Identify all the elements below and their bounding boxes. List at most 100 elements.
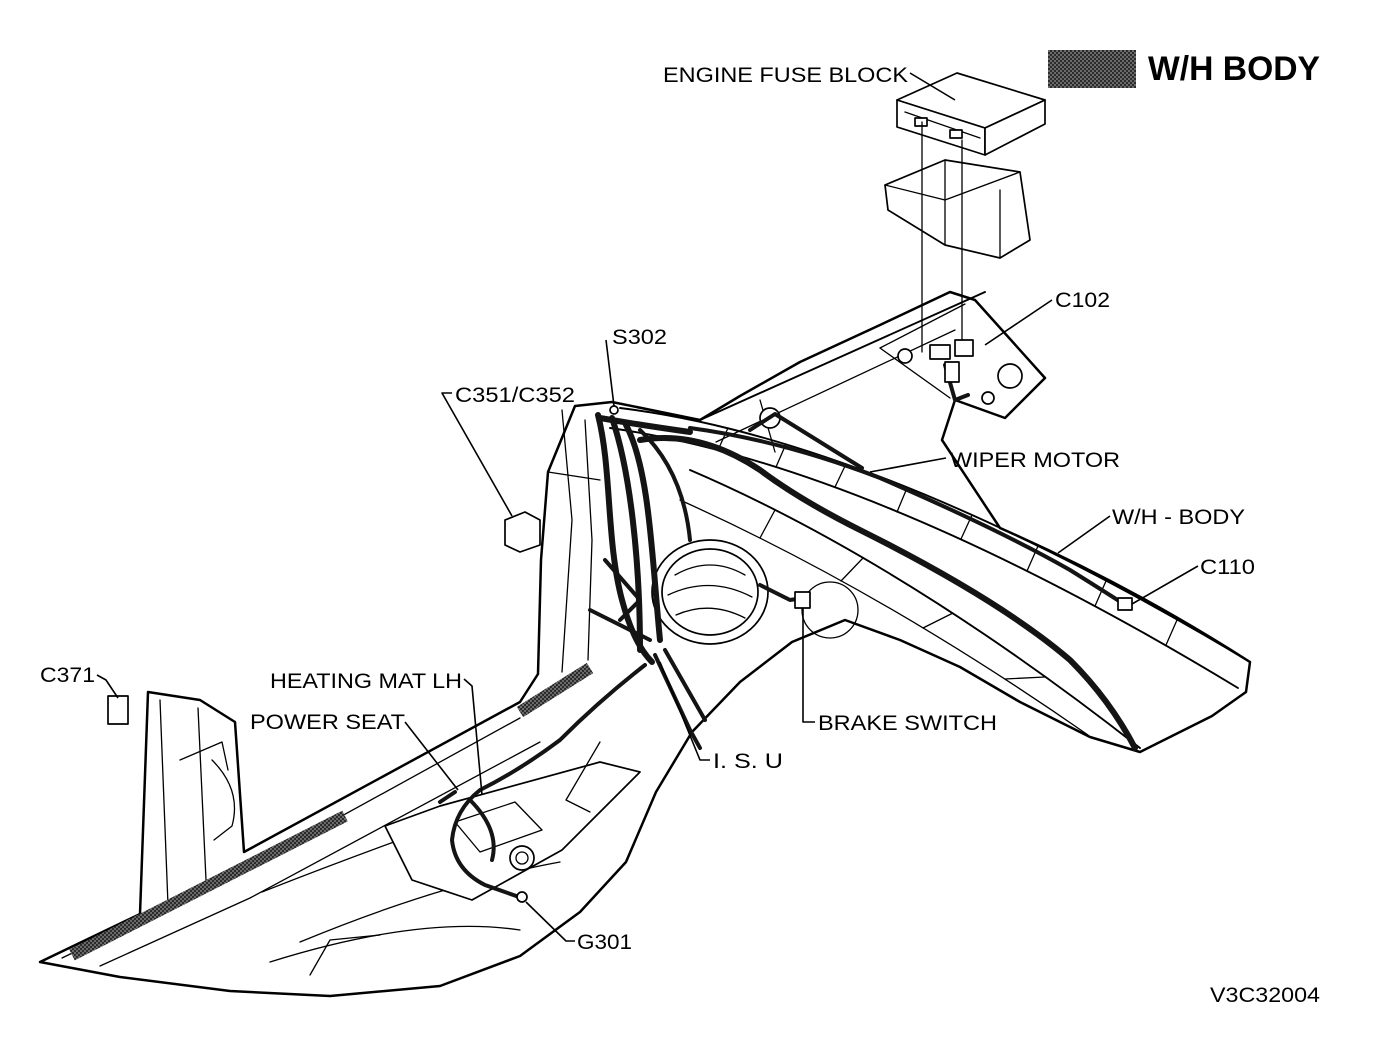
fuse-block-lid-line <box>904 111 981 139</box>
rail-rib <box>896 487 908 513</box>
label-isu: I. S. U <box>713 750 783 773</box>
callout-labels: ENGINE FUSE BLOCK C102 S302 C351/C352 WI… <box>40 64 1255 954</box>
legend-swatch <box>1048 50 1136 88</box>
leader-wh-body <box>1057 515 1111 554</box>
seat-pan <box>384 761 641 901</box>
apron-inner-edge <box>715 329 956 443</box>
harness-upper-run <box>688 426 1132 610</box>
leader-s302 <box>605 339 615 407</box>
harness-pillar-branch <box>588 608 652 642</box>
label-brake-switch: BRAKE SWITCH <box>818 712 997 735</box>
label-c102: C102 <box>1055 289 1110 312</box>
booster-rib <box>674 564 746 576</box>
leader-c371 <box>96 674 119 699</box>
fuse-block-bracket <box>884 159 1031 259</box>
plate-edge <box>879 347 951 399</box>
label-c371: C371 <box>40 664 95 687</box>
seat-bolt-inner <box>515 851 529 865</box>
label-heating-mat-lh: HEATING MAT LH <box>270 670 462 693</box>
a-pillar-inner-line <box>561 409 573 673</box>
floor-details <box>261 741 641 976</box>
harness-heating-mat-branch <box>468 798 496 862</box>
booster-rib <box>667 584 753 598</box>
seat-bolt <box>509 845 535 871</box>
rail-rib <box>1094 580 1107 607</box>
harness-booster-branch <box>638 428 692 542</box>
leader-wiper-motor <box>869 457 947 473</box>
harness-power-seat-branch <box>438 790 457 804</box>
body-outline <box>38 290 1252 998</box>
lower-rail <box>679 469 1141 749</box>
leader-isu <box>659 661 710 761</box>
label-engine-fuse-block: ENGINE FUSE BLOCK <box>663 64 908 87</box>
b-pillar-details <box>159 699 236 906</box>
rail-rib <box>922 612 954 629</box>
rail-rib <box>840 557 864 582</box>
legend: W/H BODY <box>1048 50 1320 88</box>
connector-c351-c352 <box>504 511 541 553</box>
lower-rail-top <box>689 469 1141 749</box>
fuse-block-latch <box>949 129 963 139</box>
connector-c102-a <box>929 344 951 360</box>
harness-pillar-bundle <box>623 422 663 643</box>
splice-s302 <box>609 405 619 415</box>
bracket-edge <box>884 171 1021 201</box>
leader-heating-mat-lh <box>463 678 483 796</box>
label-wh-body: W/H - BODY <box>1112 506 1245 529</box>
label-s302: S302 <box>612 326 667 349</box>
a-pillar-flange <box>547 471 601 481</box>
label-c351-c352: C351/C352 <box>455 384 575 407</box>
brake-switch <box>794 591 811 609</box>
rail-rib <box>759 509 776 539</box>
leader-brake-switch <box>802 608 815 723</box>
a-pillar-inner-line <box>584 419 593 661</box>
seat-pan-inner <box>454 801 543 853</box>
rail-rib <box>834 463 847 488</box>
harness-isu-branch <box>663 648 707 722</box>
leader-c110 <box>1131 565 1199 605</box>
tunnel-line <box>565 741 601 813</box>
upper-rail-top <box>619 407 1251 663</box>
connectors <box>107 339 1133 903</box>
plate-hole <box>897 348 913 364</box>
tunnel-line <box>309 934 381 976</box>
plate-hole <box>997 363 1023 389</box>
leader-lines <box>96 72 1199 942</box>
rail-rib <box>1004 676 1046 680</box>
label-power-seat: POWER SEAT <box>250 711 405 734</box>
booster-rib <box>675 607 746 619</box>
ground-g301 <box>516 891 528 903</box>
label-g301: G301 <box>577 931 632 954</box>
b-pillar-trim <box>179 741 229 771</box>
harness-pillar-bundle <box>609 415 643 653</box>
label-c110: C110 <box>1200 556 1255 579</box>
strut-tower-edge <box>699 291 986 421</box>
mounting-plate <box>879 303 1023 405</box>
fuse-block-side <box>984 99 1046 156</box>
connector-c110 <box>1117 597 1133 611</box>
wheelhouse-arch <box>801 581 859 639</box>
figure-code: V3C32004 <box>1210 984 1320 1007</box>
connector-c371 <box>107 695 129 725</box>
label-wiper-motor: WIPER MOTOR <box>950 449 1120 472</box>
floor-seat-rail <box>269 925 521 963</box>
harness-sill-band <box>69 810 348 961</box>
fuse-block-latch <box>914 117 928 127</box>
b-pillar-inner-line <box>159 699 169 906</box>
leader-c102 <box>984 299 1053 346</box>
b-pillar-trim <box>211 759 236 841</box>
harness-sill-band <box>516 662 594 718</box>
plate-hole <box>981 391 995 405</box>
lower-rail-bottom <box>679 499 1089 736</box>
harness-main-run <box>637 435 1138 751</box>
connector-c102-c <box>944 361 960 383</box>
leader-engine-fuse-block <box>909 72 956 101</box>
bracket-body <box>884 159 1031 259</box>
a-pillar-details <box>547 409 601 673</box>
leader-power-seat <box>404 721 459 791</box>
harness-cowl-run <box>597 415 693 435</box>
connector-c102-b <box>954 339 974 357</box>
rail-rib <box>1165 619 1178 646</box>
brake-booster <box>651 539 769 645</box>
